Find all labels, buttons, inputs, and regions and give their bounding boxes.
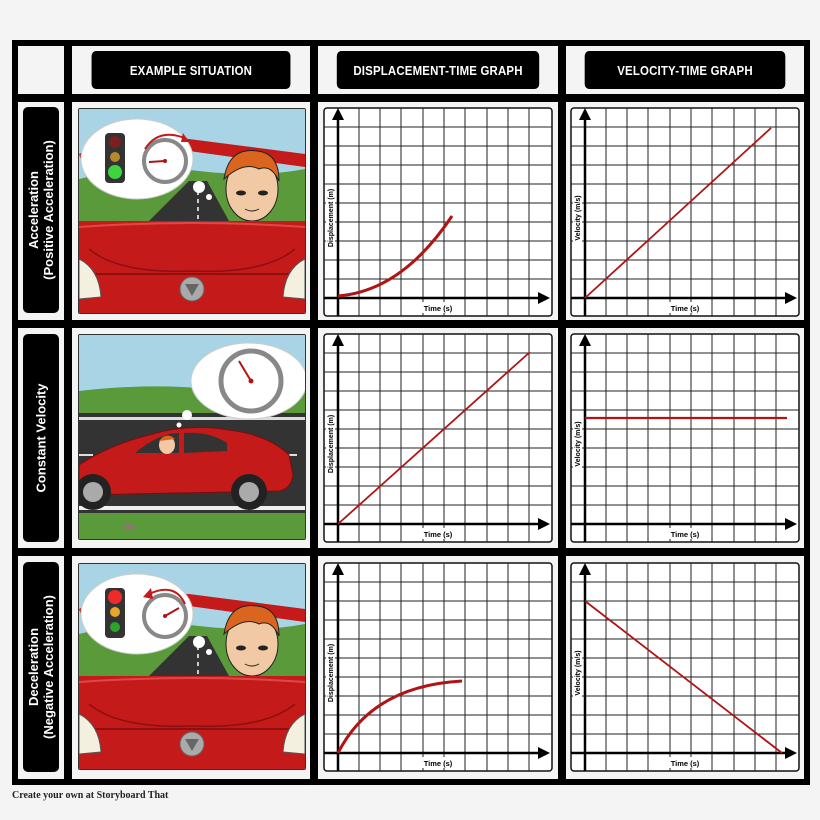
y-axis-label: Displacement (m) bbox=[328, 415, 335, 473]
vt-graph-cell-1: Time (s) Velocity (m/s) bbox=[566, 102, 804, 320]
driver-face bbox=[223, 605, 280, 677]
dt-graph-cell-1: Time (s) Displacement (m) bbox=[318, 102, 558, 320]
row-label-deceleration: Deceleration(Negative Acceleration) bbox=[23, 562, 59, 772]
vt-graph-cell-3: Time (s) Velocity (m/s) bbox=[566, 556, 804, 779]
header-velocity-time: VELOCITY-TIME GRAPH bbox=[584, 51, 786, 89]
row-label-cell-1: Acceleration(Positive Acceleration) bbox=[18, 102, 64, 320]
dt-graph-cell-3: Time (s) Displacement (m) bbox=[318, 556, 558, 779]
header-cell-dt: DISPLACEMENT-TIME GRAPH bbox=[318, 46, 558, 94]
row-label-line1: Deceleration bbox=[26, 627, 41, 707]
speedometer-icon bbox=[218, 348, 284, 414]
x-axis-label: Time (s) bbox=[424, 304, 453, 313]
velocity-line bbox=[584, 600, 783, 754]
scene-cell-1 bbox=[72, 102, 310, 320]
x-axis-label: Time (s) bbox=[424, 759, 453, 768]
dt-graph-cell-2: Time (s) Displacement (m) bbox=[318, 328, 558, 548]
scene-constant-velocity bbox=[78, 334, 306, 540]
y-axis-label: Displacement (m) bbox=[328, 189, 335, 247]
x-axis-label: Time (s) bbox=[671, 530, 700, 539]
row-label-line2: (Positive Acceleration) bbox=[41, 140, 56, 280]
y-axis-label: Velocity (m/s) bbox=[575, 421, 582, 466]
displacement-curve bbox=[337, 215, 454, 298]
row-label-cell-3: Deceleration(Negative Acceleration) bbox=[18, 556, 64, 779]
dt-graph-acceleration: Time (s) Displacement (m) bbox=[322, 106, 554, 318]
velocity-line bbox=[584, 127, 772, 299]
displacement-curve bbox=[336, 679, 463, 754]
header-cell-situation: EXAMPLE SITUATION bbox=[72, 46, 310, 94]
dt-graph-deceleration: Time (s) Displacement (m) bbox=[322, 561, 554, 773]
row-label-line1: Acceleration bbox=[26, 170, 41, 250]
row-label-acceleration: Acceleration(Positive Acceleration) bbox=[23, 107, 59, 313]
y-axis-label: Velocity (m/s) bbox=[575, 195, 582, 240]
speedometer-icon bbox=[142, 588, 188, 639]
y-axis-label: Velocity (m/s) bbox=[575, 650, 582, 695]
vt-graph-constant-velocity: Time (s) Velocity (m/s) bbox=[569, 332, 801, 544]
displacement-line bbox=[337, 351, 531, 525]
row-label-constant-velocity: Constant Velocity bbox=[23, 334, 59, 542]
header-cell-vt: VELOCITY-TIME GRAPH bbox=[566, 46, 804, 94]
sedan-driving-illustration bbox=[79, 335, 305, 539]
storyboard-that-credit[interactable]: Create your own at Storyboard That bbox=[12, 790, 169, 801]
traffic-light-icon bbox=[105, 588, 125, 638]
x-axis-label: Time (s) bbox=[424, 530, 453, 539]
x-axis-label: Time (s) bbox=[671, 759, 700, 768]
row-label-cell-2: Constant Velocity bbox=[18, 328, 64, 548]
speedometer-icon bbox=[142, 133, 189, 184]
row-label-line2: (Negative Acceleration) bbox=[41, 594, 56, 740]
storyboard-grid: EXAMPLE SITUATION DISPLACEMENT-TIME GRAP… bbox=[12, 40, 810, 785]
x-axis-label: Time (s) bbox=[671, 304, 700, 313]
dt-graph-constant-velocity: Time (s) Displacement (m) bbox=[322, 332, 554, 544]
convertible-driver-illustration bbox=[79, 109, 305, 313]
vt-graph-deceleration: Time (s) Velocity (m/s) bbox=[569, 561, 801, 773]
vt-graph-cell-2: Time (s) Velocity (m/s) bbox=[566, 328, 804, 548]
y-axis-label: Displacement (m) bbox=[328, 644, 335, 702]
row-label-line1: Constant Velocity bbox=[33, 383, 49, 493]
header-example-situation: EXAMPLE SITUATION bbox=[91, 51, 291, 89]
scene-acceleration bbox=[78, 108, 306, 314]
driver-face bbox=[223, 150, 280, 222]
convertible-driver-illustration bbox=[79, 564, 305, 769]
vt-graph-acceleration: Time (s) Velocity (m/s) bbox=[569, 106, 801, 318]
red-sedan bbox=[79, 426, 294, 510]
scene-deceleration bbox=[78, 563, 306, 770]
scene-cell-2 bbox=[72, 328, 310, 548]
scene-cell-3 bbox=[72, 556, 310, 779]
header-displacement-time: DISPLACEMENT-TIME GRAPH bbox=[336, 51, 540, 89]
corner-cell bbox=[18, 46, 64, 94]
traffic-light-icon bbox=[105, 133, 125, 183]
